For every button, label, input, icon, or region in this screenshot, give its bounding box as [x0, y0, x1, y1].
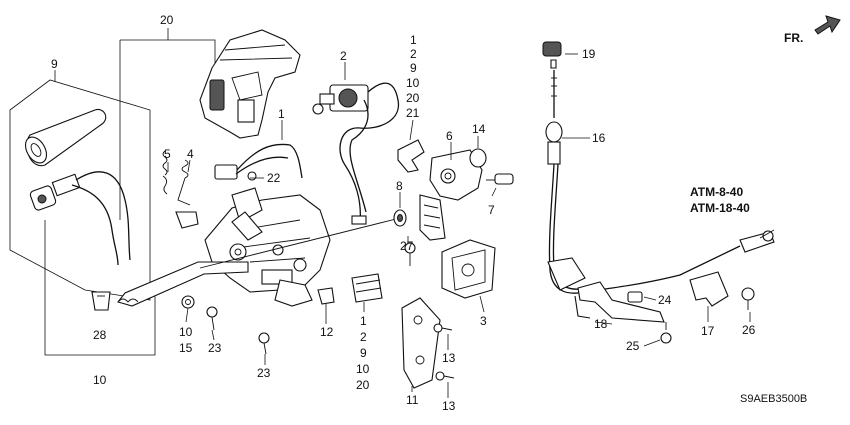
cable-bracket-18: [574, 281, 665, 323]
callout-2: 2: [340, 49, 347, 63]
bolt-27: [404, 242, 416, 266]
callout-23-b: 23: [257, 366, 271, 380]
callout-stack-center-2: 2: [360, 330, 367, 344]
callout-24: 24: [658, 293, 672, 307]
callout-4: 4: [187, 147, 194, 161]
spring-5: [162, 150, 168, 195]
position-switch: [214, 143, 303, 181]
direction-label: FR.: [784, 31, 803, 45]
callout-12: 12: [320, 325, 334, 339]
callout-stack-right-10: 10: [406, 76, 420, 90]
callout-18: 18: [594, 317, 608, 331]
callout-20-top: 20: [160, 13, 174, 27]
callout-6: 6: [446, 129, 453, 143]
group-bracket-10: [44, 220, 156, 356]
diagram-code: S9AEB3500B: [740, 393, 807, 405]
callout-stack-center-9: 9: [360, 346, 367, 360]
spring-4: [175, 159, 199, 229]
bolt-23-a: [206, 306, 218, 331]
callout-stack-center: 1 2 9 10 20: [356, 314, 370, 392]
callout-stack-center-20: 20: [356, 378, 370, 392]
bracket-17: [689, 271, 729, 307]
callout-17: 17: [701, 324, 715, 338]
harness-connector: [351, 273, 383, 303]
callout-19: 19: [582, 47, 596, 61]
callout-23-a: 23: [208, 341, 222, 355]
callout-stack-right-2: 2: [410, 47, 417, 61]
bolt-7: [486, 173, 514, 185]
shift-lock-solenoid: [312, 82, 400, 225]
callout-stack-center-1: 1: [360, 314, 367, 328]
callout-27: 27: [400, 239, 414, 253]
callout-7: 7: [488, 203, 495, 217]
callout-13-a: 13: [442, 351, 456, 365]
callout-22: 22: [267, 171, 281, 185]
indicator-cover: [199, 29, 301, 139]
overdrive-switch: [29, 171, 131, 266]
shift-lever-rod: [117, 217, 401, 307]
cap-14: [469, 148, 487, 168]
shift-cable: [542, 41, 775, 294]
callout-25: 25: [626, 339, 640, 353]
bolt-26: [741, 287, 755, 310]
callout-14: 14: [472, 122, 486, 136]
bracket-3: [441, 239, 496, 299]
shift-position-sensor: [419, 149, 483, 241]
clip-12: [317, 287, 335, 305]
callout-stack-right: 1 2 9 10 20 21: [406, 33, 420, 120]
shift-knob: [24, 108, 107, 167]
harness-clip-21: [397, 139, 425, 173]
bolt-25: [660, 322, 672, 344]
shift-lever-bracket: [204, 187, 331, 307]
callout-10-bottom: 10: [93, 373, 107, 387]
callout-3: 3: [480, 314, 487, 328]
callout-stack-right-1: 1: [410, 33, 417, 47]
reference-atm-18-40: ATM-18-40: [690, 201, 750, 215]
reference-atm-8-40: ATM-8-40: [690, 185, 743, 199]
callout-stack-center-10: 10: [356, 362, 370, 376]
callout-5: 5: [164, 147, 171, 161]
nut-10-15: [181, 295, 195, 309]
callout-28: 28: [93, 328, 107, 342]
callout-13-b: 13: [442, 399, 456, 413]
callout-stack-right-9: 9: [410, 61, 417, 75]
callout-11: 11: [406, 393, 419, 407]
screw-13-a: [433, 323, 453, 333]
callout-26: 26: [742, 323, 756, 337]
callout-10-15-15: 15: [179, 341, 193, 355]
bolt-23-b: [258, 332, 270, 355]
knob-group-outline: [9, 79, 151, 301]
group-bracket-20: [120, 39, 216, 85]
callout-9-left: 9: [51, 57, 58, 71]
callout-1-switch: 1: [278, 107, 285, 121]
clip-28: [91, 291, 111, 311]
washer-8: [393, 209, 407, 227]
front-arrow-icon: [814, 15, 841, 35]
screw-13-b: [435, 371, 455, 381]
nut-24: [627, 291, 643, 303]
callout-10-15-10: 10: [179, 325, 193, 339]
callout-stack-right-20: 20: [406, 91, 420, 105]
callout-stack-right-21: 21: [406, 106, 420, 120]
plate-11: [401, 297, 441, 389]
callout-8: 8: [396, 179, 403, 193]
callout-16: 16: [592, 131, 606, 145]
